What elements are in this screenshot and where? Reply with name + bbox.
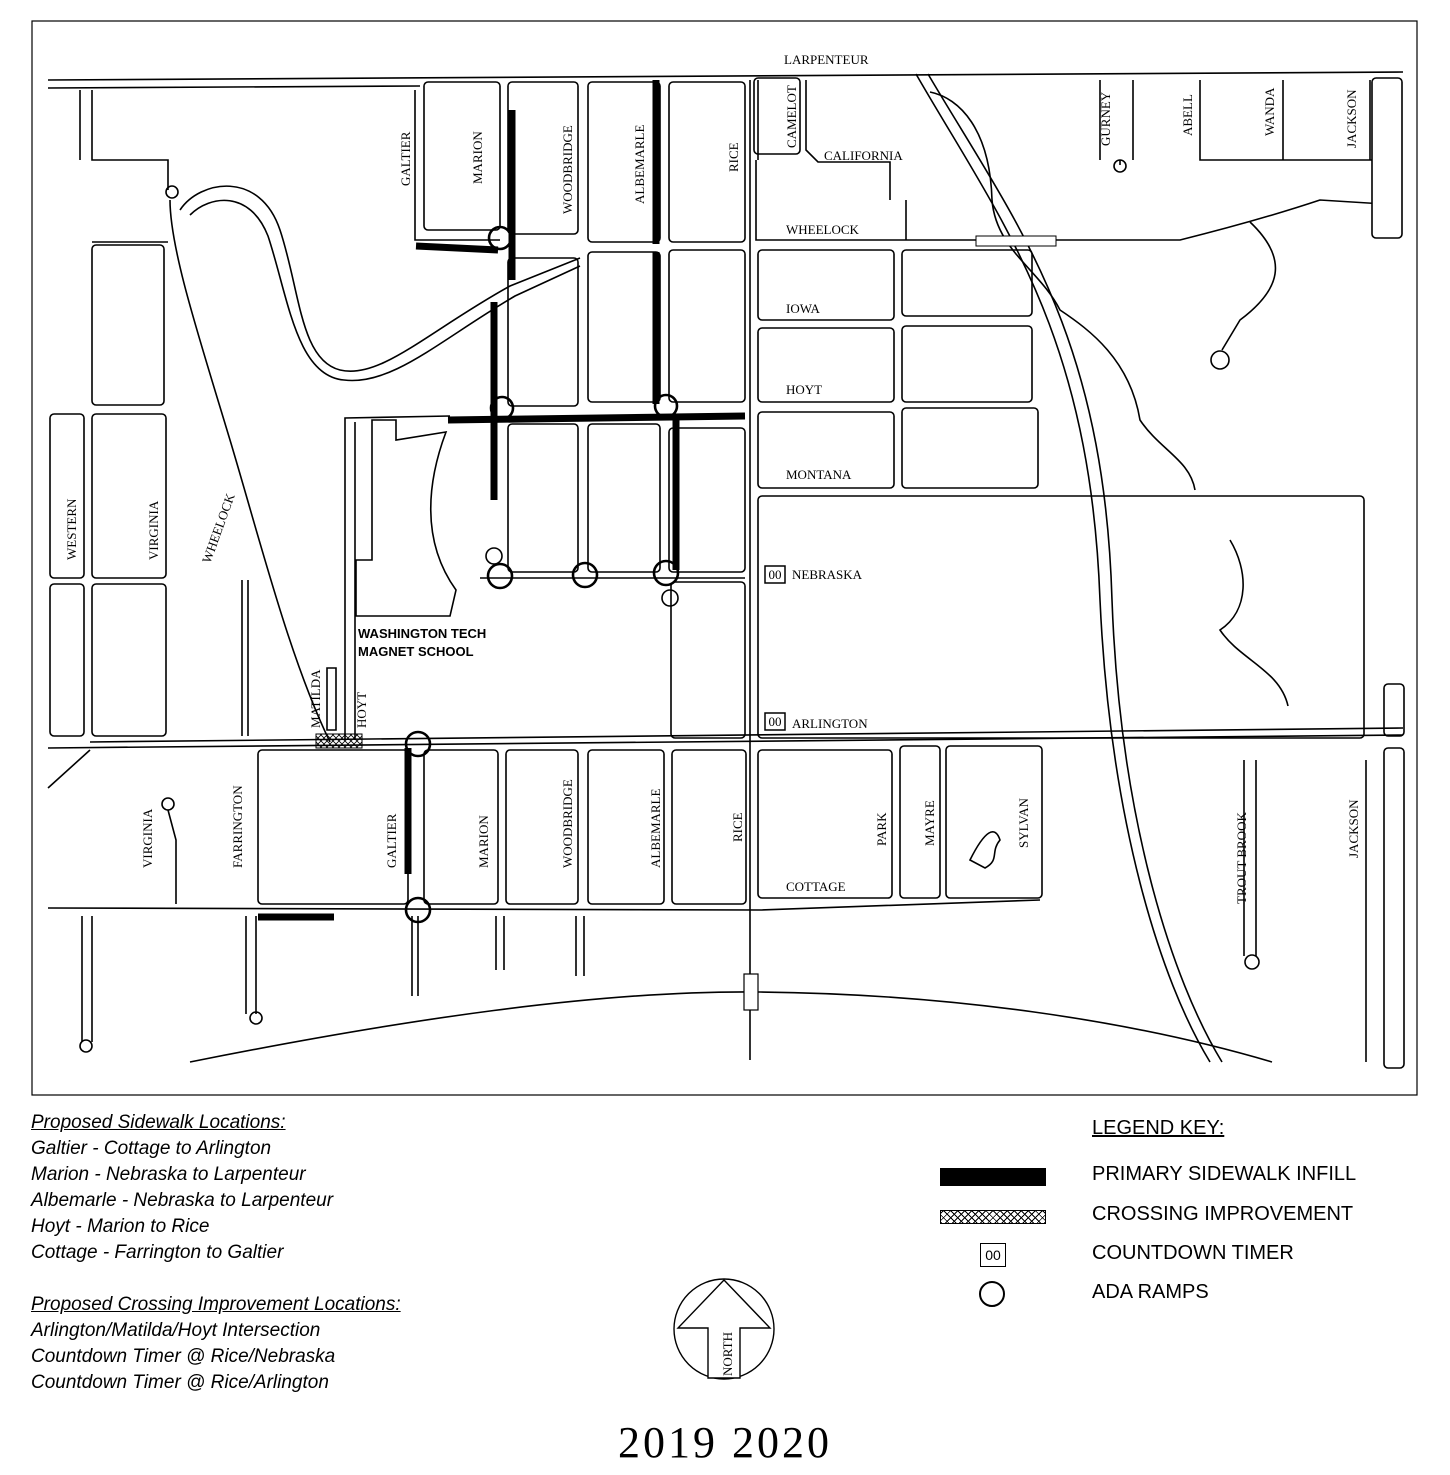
label-galtier-north: GALTIER — [398, 131, 413, 186]
label-albemarle-north: ALBEMARLE — [632, 125, 647, 205]
sidewalk-item: Marion - Nebraska to Larpenteur — [31, 1164, 306, 1185]
label-rice-south: RICE — [730, 812, 745, 842]
label-marion-south: MARION — [476, 815, 491, 868]
legend-row-countdown-timer: 00 COUNTDOWN TIMER — [940, 1240, 1400, 1270]
city-blocks — [49, 77, 1405, 1069]
label-trout-brook: TROUT BROOK — [1234, 812, 1249, 904]
label-wheelock-west: WHEELOCK — [199, 491, 238, 565]
sidewalk-header: Proposed Sidewalk Locations: — [31, 1112, 286, 1133]
label-abell: ABELL — [1180, 94, 1195, 136]
label-sylvan: SYLVAN — [1016, 798, 1031, 848]
label-hoyt-east: HOYT — [786, 382, 822, 397]
label-gurney: GURNEY — [1098, 91, 1113, 146]
label-matilda: MATILDA — [308, 669, 323, 728]
roads — [47, 71, 1404, 1063]
legend-label: PRIMARY SIDEWALK INFILL — [1092, 1163, 1357, 1185]
label-hoyt-south: HOYT — [354, 692, 369, 728]
legend-title: LEGEND KEY: — [1092, 1117, 1225, 1139]
legend-label: CROSSING IMPROVEMENT — [1092, 1203, 1354, 1225]
label-arlington: ARLINGTON — [792, 716, 868, 731]
label-farrington: FARRINGTON — [230, 785, 245, 868]
school-label-line1: WASHINGTON TECH — [358, 626, 486, 641]
label-jackson-north: JACKSON — [1344, 89, 1359, 148]
label-california: CALIFORNIA — [824, 148, 903, 163]
proposed-locations-notes: Proposed Sidewalk Locations: Galtier - C… — [31, 1110, 401, 1396]
countdown-timer-nebraska: 00 — [764, 565, 786, 584]
crossing-hatch-swatch — [940, 1210, 1046, 1224]
legend-row-crossing-improvement: CROSSING IMPROVEMENT — [940, 1201, 1400, 1231]
svg-text:00: 00 — [769, 714, 782, 729]
ada-ramps — [404, 225, 680, 924]
ada-ramp-swatch — [979, 1281, 1005, 1307]
label-virginia-north: VIRGINIA — [146, 500, 161, 560]
school-building — [355, 419, 457, 617]
crossing-item: Arlington/Matilda/Hoyt Intersection — [31, 1320, 321, 1341]
school-label-line2: MAGNET SCHOOL — [358, 644, 474, 659]
label-wheelock-east: WHEELOCK — [786, 222, 860, 237]
street-labels: LARPENTEUR GALTIER MARION WOODBRIDGE ALB… — [64, 52, 1361, 904]
svg-text:00: 00 — [769, 567, 782, 582]
sidewalk-item: Cottage - Farrington to Galtier — [31, 1242, 284, 1263]
label-western: WESTERN — [64, 498, 79, 560]
north-arrow: NORTH — [673, 1278, 775, 1380]
map-frame — [31, 20, 1418, 1096]
north-label: NORTH — [720, 1332, 735, 1376]
countdown-timer-swatch: 00 — [980, 1243, 1006, 1267]
label-mayre: MAYRE — [922, 800, 937, 846]
legend-label: COUNTDOWN TIMER — [1092, 1242, 1294, 1264]
crossing-item: Countdown Timer @ Rice/Nebraska — [31, 1346, 336, 1367]
sidewalk-infill-swatch — [940, 1168, 1046, 1186]
label-galtier-south: GALTIER — [384, 813, 399, 868]
countdown-timer-arlington: 00 — [764, 712, 786, 731]
sidewalk-item: Galtier - Cottage to Arlington — [31, 1138, 272, 1159]
label-camelot: CAMELOT — [784, 85, 799, 148]
legend-row-sidewalk-infill: PRIMARY SIDEWALK INFILL — [940, 1161, 1400, 1191]
label-cottage: COTTAGE — [786, 879, 846, 894]
label-virginia-south: VIRGINIA — [140, 808, 155, 868]
crossing-item: Countdown Timer @ Rice/Arlington — [31, 1372, 329, 1393]
year-label: 2019 2020 — [618, 1418, 832, 1467]
label-larpenteur: LARPENTEUR — [784, 52, 869, 67]
sidewalk-item: Hoyt - Marion to Rice — [31, 1216, 210, 1237]
label-montana: MONTANA — [786, 467, 852, 482]
crossing-header: Proposed Crossing Improvement Locations: — [31, 1294, 401, 1315]
legend-row-ada-ramps: ADA RAMPS — [940, 1279, 1400, 1309]
legend-label: ADA RAMPS — [1092, 1281, 1209, 1303]
crossing-improvement — [315, 733, 363, 749]
label-rice-north: RICE — [726, 142, 741, 172]
sidewalk-item: Albemarle - Nebraska to Larpenteur — [31, 1190, 334, 1211]
label-nebraska: NEBRASKA — [792, 567, 863, 582]
label-woodbridge-north: WOODBRIDGE — [560, 125, 575, 214]
label-wanda: WANDA — [1262, 87, 1277, 136]
label-marion-north: MARION — [470, 131, 485, 184]
label-woodbridge-south: WOODBRIDGE — [560, 779, 575, 868]
label-iowa: IOWA — [786, 301, 821, 316]
label-jackson-south: JACKSON — [1346, 799, 1361, 858]
label-albemarle-south: ALBEMARLE — [648, 789, 663, 869]
label-park: PARK — [874, 812, 889, 846]
